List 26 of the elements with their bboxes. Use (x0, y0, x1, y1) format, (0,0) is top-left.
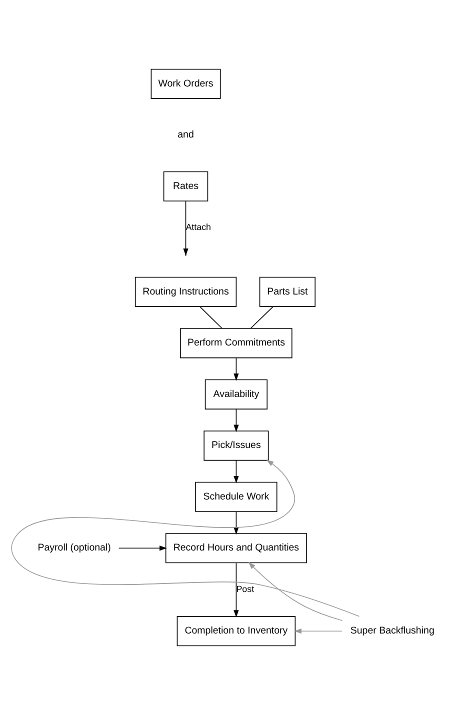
arrow (248, 562, 343, 620)
node-box: Schedule Work (195, 481, 278, 512)
connector (250, 306, 274, 328)
node-box: Pick/Issues (204, 430, 269, 460)
node-box: Availability (204, 378, 268, 409)
arrow (11, 459, 360, 616)
node-box: Completion to Inventory (176, 616, 296, 646)
arrow (234, 562, 239, 618)
node-text: Payroll (optional) (38, 542, 111, 554)
node-text: Super Backflushing (350, 625, 434, 636)
arrow (118, 545, 167, 550)
arrow (234, 408, 239, 432)
arrow (294, 628, 342, 634)
node-box: Record Hours and Quantities (165, 532, 307, 563)
edge-label: Post (236, 583, 254, 594)
connector (200, 306, 222, 328)
arrow (234, 357, 239, 380)
arrow (183, 200, 188, 256)
edge-label: Attach (186, 222, 212, 232)
node-box: Rates (163, 170, 208, 201)
node-box: Work Orders (150, 68, 221, 98)
arrow (234, 460, 239, 483)
label: and (178, 129, 194, 140)
node-box: Routing Instructions (134, 276, 237, 306)
node-box: Parts List (259, 276, 316, 306)
node-box: Perform Commitments (180, 328, 292, 358)
